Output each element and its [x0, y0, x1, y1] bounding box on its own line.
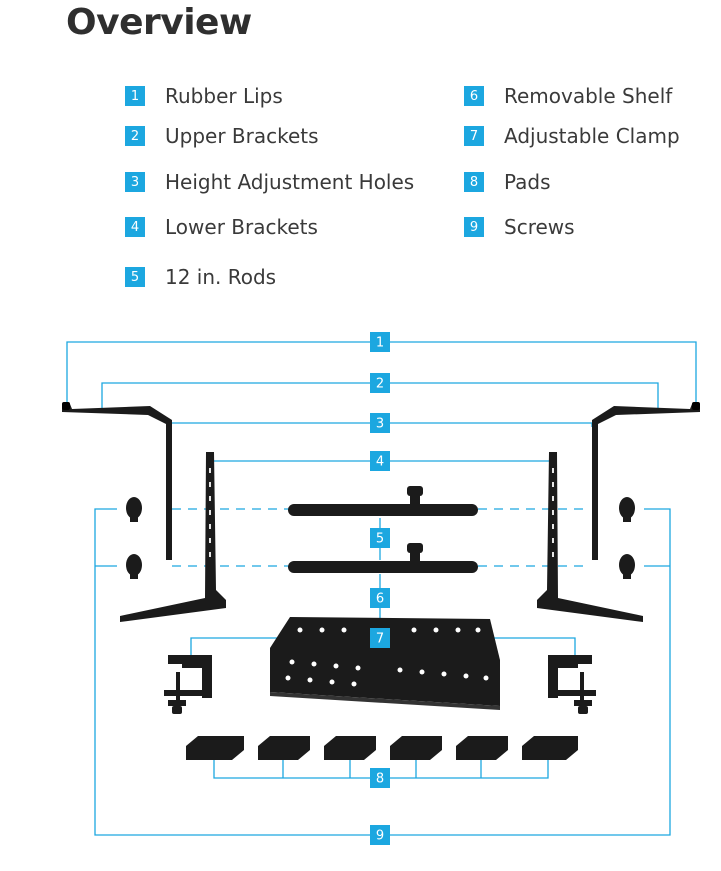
upper-bracket-right	[592, 402, 700, 560]
legend-item-pads: 8 Pads	[464, 170, 551, 194]
legend-label: Pads	[504, 170, 551, 194]
legend-item-adjustable-clamp: 7 Adjustable Clamp	[464, 124, 680, 148]
pad-5	[456, 736, 508, 760]
legend-item-upper-brackets: 2 Upper Brackets	[125, 124, 319, 148]
hole-alignment-lines	[172, 508, 590, 567]
legend-label: Height Adjustment Holes	[165, 170, 415, 194]
legend-label: Adjustable Clamp	[504, 124, 680, 148]
callout-7: 7	[370, 628, 390, 648]
callout-3-label: 3	[376, 417, 384, 432]
lower-bracket-right	[537, 452, 643, 622]
callout-8-label: 8	[376, 772, 384, 787]
screw-knob-upper-left	[126, 497, 142, 522]
legend-item-rubber-lips: 1 Rubber Lips	[125, 84, 283, 108]
legend-number-badge: 8	[464, 172, 484, 192]
callout-6-label: 6	[376, 592, 384, 607]
callout-8: 8	[370, 768, 390, 788]
callout-9-label: 9	[376, 829, 384, 844]
screw-knob-upper-right	[619, 497, 635, 522]
rod-upper	[288, 486, 478, 516]
callout-4-label: 4	[376, 455, 384, 470]
rod-lower	[288, 543, 478, 573]
callout-1: 1	[370, 332, 390, 352]
removable-shelf	[270, 617, 500, 710]
callout-2: 2	[370, 373, 390, 393]
lower-bracket-left	[120, 452, 226, 622]
screw-knob-lower-left	[126, 554, 142, 579]
pad-6	[522, 736, 578, 760]
callout-6: 6	[370, 588, 390, 608]
pad-4	[390, 736, 442, 760]
callout-5: 5	[370, 528, 390, 548]
callout-7-label: 7	[376, 632, 384, 647]
legend-number-badge: 2	[125, 126, 145, 146]
callout-2-label: 2	[376, 377, 384, 392]
legend-number-badge: 6	[464, 86, 484, 106]
parts	[62, 402, 700, 760]
legend-label: Upper Brackets	[165, 124, 319, 148]
legend-label: 12 in. Rods	[165, 265, 277, 289]
legend-item-height-adjustment-holes: 3 Height Adjustment Holes	[125, 170, 414, 194]
upper-bracket-left	[62, 402, 172, 560]
callout-5-label: 5	[376, 532, 384, 547]
legend-number-badge: 3	[125, 172, 145, 192]
legend-number-badge: 1	[125, 86, 145, 106]
adjustable-clamp-right	[548, 655, 596, 714]
legend-label: Lower Brackets	[165, 215, 318, 239]
callout-3: 3	[370, 413, 390, 433]
pad-2	[258, 736, 310, 760]
legend-item-rods: 5 12 in. Rods	[125, 265, 276, 289]
legend-item-screws: 9 Screws	[464, 215, 575, 239]
legend-number-badge: 5	[125, 267, 145, 287]
callout-1-label: 1	[376, 336, 384, 351]
legend-label: Rubber Lips	[165, 84, 283, 108]
legend-label: Screws	[504, 215, 575, 239]
legend-item-lower-brackets: 4 Lower Brackets	[125, 215, 318, 239]
page-title: Overview	[66, 2, 252, 43]
legend-number-badge: 4	[125, 217, 145, 237]
legend-label: Removable Shelf	[504, 84, 673, 108]
legend-number-badge: 9	[464, 217, 484, 237]
screw-knob-lower-right	[619, 554, 635, 579]
legend-item-removable-shelf: 6 Removable Shelf	[464, 84, 672, 108]
callout-9: 9	[370, 825, 390, 845]
legend-number-badge: 7	[464, 126, 484, 146]
callout-4: 4	[370, 451, 390, 471]
pad-3	[324, 736, 376, 760]
adjustable-clamp-left	[164, 655, 212, 714]
pad-1	[186, 736, 244, 760]
